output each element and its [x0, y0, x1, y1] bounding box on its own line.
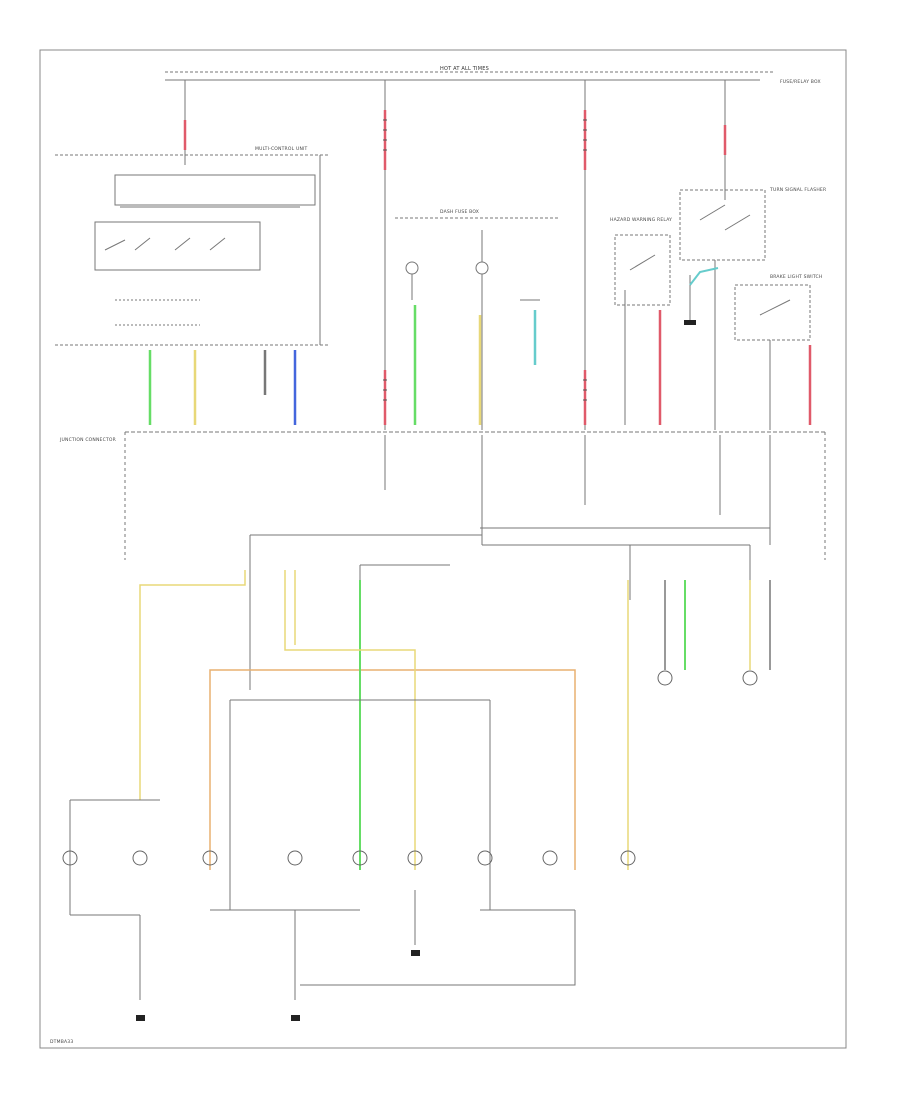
footer-code: DTMBA33 [50, 1040, 74, 1045]
lower-wires [139, 570, 771, 870]
fuse-box-label: FUSE/RELAY BOX [780, 80, 821, 85]
relay-section [614, 189, 811, 430]
module-outputs [148, 350, 297, 425]
wire-cyan-relay [689, 267, 719, 286]
brake-switch-label: BRAKE LIGHT SWITCH [770, 275, 823, 280]
module-label: MULTI-CONTROL UNIT [255, 147, 308, 152]
ground-symbol-relay [684, 320, 696, 325]
lower-frame [69, 699, 576, 1000]
module-box [55, 154, 330, 346]
dash-fuse-label: DASH FUSE BOX [440, 210, 480, 215]
wire-markers [383, 119, 587, 401]
lamp-symbols [62, 670, 758, 866]
dash-fuse-section [395, 217, 560, 430]
junction-row [124, 431, 826, 690]
hazard-relay-label: HAZARD WARNING RELAY [610, 218, 673, 223]
header-bus-label: HOT AT ALL TIMES [440, 66, 489, 72]
power-bus [165, 71, 775, 430]
ground-symbols [136, 950, 420, 1021]
turn-relay-label: TURN SIGNAL FLASHER [770, 188, 827, 193]
junction-label: JUNCTION CONNECTOR [60, 438, 116, 443]
diagram-border [39, 49, 847, 1049]
